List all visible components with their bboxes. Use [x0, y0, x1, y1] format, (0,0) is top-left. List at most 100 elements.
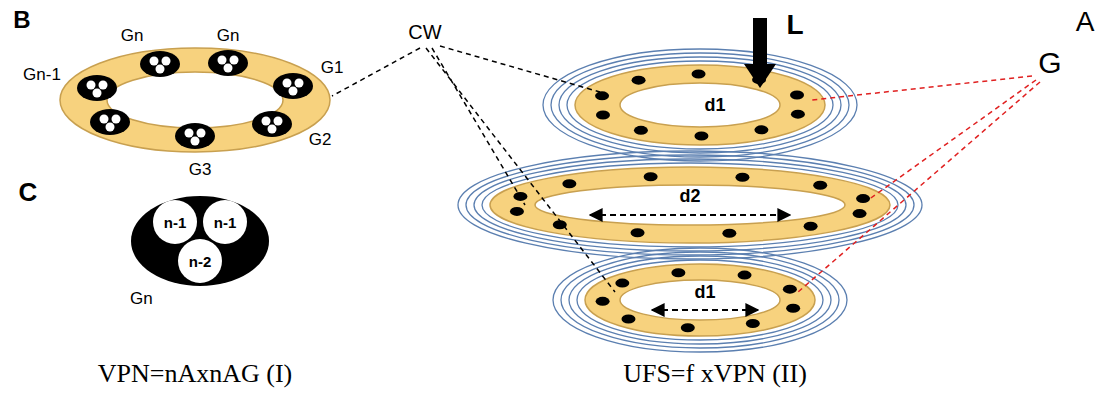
granule — [631, 228, 645, 237]
field-line — [551, 53, 849, 157]
subunit-circle: n-1 — [203, 200, 247, 244]
subunit — [283, 79, 292, 88]
field-line — [474, 159, 906, 251]
field-line — [543, 49, 857, 161]
granule — [694, 131, 708, 140]
leader-line — [868, 80, 1036, 200]
granule-group — [77, 50, 313, 149]
granule — [791, 110, 805, 119]
subunit-label: n-1 — [164, 214, 187, 231]
granule — [738, 271, 752, 280]
ring-hole — [620, 280, 780, 320]
granule — [562, 179, 576, 188]
granule-label: Gn — [217, 27, 240, 46]
subunit — [191, 137, 200, 146]
equation: VPN=nAxnAG (I) — [98, 360, 292, 389]
granule-body — [131, 196, 269, 286]
dimension-label: d1 — [694, 283, 715, 303]
leader-line — [440, 46, 600, 92]
subunit — [100, 115, 109, 124]
callout-label: CW — [408, 21, 441, 43]
subunit — [197, 129, 206, 138]
granule-label: Gn — [121, 27, 144, 46]
cell-wall-ring — [575, 65, 825, 145]
field-line — [482, 163, 898, 247]
leader-line — [426, 48, 615, 292]
subunit — [224, 64, 233, 73]
granule — [853, 209, 867, 218]
granule — [273, 73, 313, 99]
load-label: L — [786, 10, 803, 41]
field-line — [569, 256, 831, 344]
leader-line — [812, 76, 1032, 100]
granule-label: Gn-1 — [23, 66, 61, 85]
granule — [634, 126, 648, 135]
subunit — [268, 125, 277, 134]
granule — [813, 181, 827, 190]
d2-arrow — [590, 214, 790, 216]
granule — [596, 110, 610, 119]
cell-wall-ring — [490, 167, 890, 243]
dimension-label: d2 — [679, 187, 700, 207]
arrow-shaft — [753, 18, 767, 66]
granule-label: G2 — [309, 131, 332, 150]
granule — [735, 173, 749, 182]
granule-label: G1 — [321, 59, 344, 78]
subunit — [156, 65, 165, 74]
granule — [621, 315, 635, 324]
granule — [510, 207, 524, 216]
field-line — [553, 248, 847, 352]
ring-hole — [620, 83, 780, 127]
granule — [595, 91, 609, 100]
subunit — [262, 117, 271, 126]
dimension-label: d1 — [704, 96, 725, 116]
granule — [632, 76, 646, 85]
subunit — [112, 115, 121, 124]
granule — [746, 319, 760, 328]
panel-letter: B — [13, 7, 30, 33]
field-line — [567, 61, 833, 149]
granule — [671, 268, 685, 277]
subunit-circle: n-2 — [178, 239, 222, 283]
subunit — [185, 129, 194, 138]
field-line — [577, 260, 823, 340]
field-line — [466, 155, 914, 255]
granule — [722, 229, 736, 238]
callout-label: G — [1038, 46, 1061, 79]
cell-wall-ring — [60, 48, 330, 152]
field-line — [559, 57, 841, 153]
granule — [615, 279, 629, 288]
granule — [856, 194, 870, 203]
granule — [783, 285, 797, 294]
ring-stack — [490, 65, 890, 336]
d1-arrow — [652, 309, 758, 311]
equation: UFS=f xVPN (II) — [623, 360, 807, 389]
leader-line — [332, 48, 420, 96]
subunit-label: n-2 — [189, 253, 212, 270]
granule — [77, 75, 117, 101]
subunit — [93, 89, 102, 98]
granule — [596, 297, 610, 306]
granule — [692, 70, 706, 79]
leader-line — [798, 82, 1040, 292]
granule — [681, 323, 695, 332]
subunit — [162, 57, 171, 66]
subunit — [99, 81, 108, 90]
cell-wall-ring — [585, 264, 815, 336]
field-lines — [458, 49, 922, 352]
subunit-label: n-1 — [214, 214, 237, 231]
granule — [790, 91, 804, 100]
panel-letter: C — [19, 178, 38, 207]
field-line — [458, 151, 922, 259]
granule — [804, 222, 818, 231]
subunit — [218, 56, 227, 65]
granule — [208, 50, 248, 76]
subunit — [289, 87, 298, 96]
subunit — [230, 56, 239, 65]
arrow-head — [744, 64, 776, 88]
panel-letter: A — [1076, 7, 1095, 38]
g-leaders — [798, 76, 1040, 292]
granule — [754, 125, 768, 134]
ring-section — [60, 48, 330, 152]
